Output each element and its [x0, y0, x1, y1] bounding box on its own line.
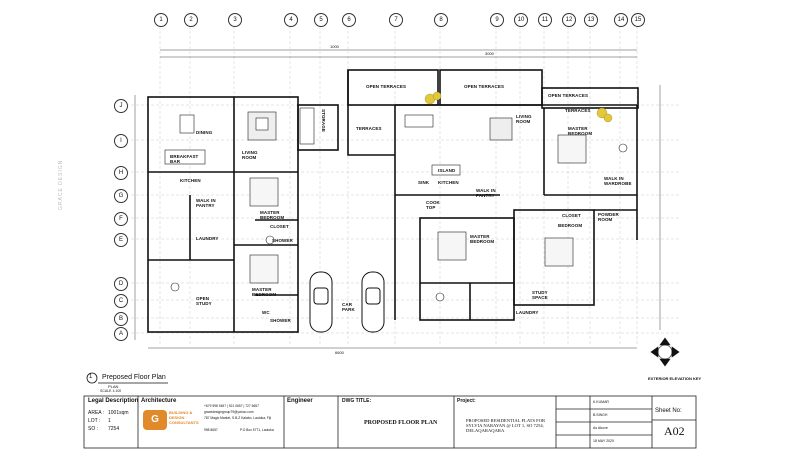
grid-bubble: 10: [514, 13, 528, 27]
grid-bubble: 12: [562, 13, 576, 27]
room-label: WALK IN PANTRY: [196, 198, 216, 208]
room-label: COOK TOP: [426, 200, 440, 210]
room-label: MASTER BEDROOM: [252, 287, 277, 297]
project-text: PROPOSED RESIDENTIAL FLATS FOR SYLVIA NA…: [466, 418, 546, 434]
room-label: SINK: [418, 180, 430, 185]
room-label: ISLAND: [438, 168, 456, 173]
room-label: DINING: [196, 130, 213, 135]
so-value: 7254: [108, 426, 120, 432]
room-label: OPEN TERRACES: [366, 84, 407, 89]
room-label: KITCHEN: [180, 178, 201, 183]
grid-bubble: I: [114, 134, 128, 148]
grid-bubble: 14: [614, 13, 628, 27]
sheet-label: Sheet No:: [655, 408, 682, 414]
room-label: SHOWER: [270, 318, 291, 323]
room-label: TERRACES: [356, 126, 382, 131]
room-label: OPEN TERRACES: [464, 84, 505, 89]
room-label: MASTER BEDROOM: [568, 126, 593, 136]
grid-bubble: 8: [434, 13, 448, 27]
room-label: CLOSET: [562, 213, 581, 218]
grid-bubble: B: [114, 312, 128, 326]
room-label: CAR PARK: [342, 302, 355, 312]
contact-email: gracedesigngroup79@yahoo.com: [204, 410, 254, 414]
dimension-label: 3000: [485, 51, 494, 56]
grid-bubble: D: [114, 277, 128, 291]
grid-bubble: 7: [389, 13, 403, 27]
grid-bubble: A: [114, 327, 128, 341]
dwg-title: PROPOSED FLOOR PLAN: [364, 420, 438, 426]
grid-bubble: 9: [490, 13, 504, 27]
grid-bubble: 4: [284, 13, 298, 27]
sheet-number: A02: [664, 424, 685, 438]
room-label: WALK IN PANTRY: [476, 188, 496, 198]
room-label: SHOWER: [272, 238, 293, 243]
contact-pobox: P.O Box 5771, Lautoka: [240, 428, 274, 432]
engineer-heading: Engineer: [287, 398, 313, 404]
room-label: OPEN TERRACES: [548, 93, 589, 98]
room-label: KITCHEN: [438, 180, 459, 185]
room-label: POWDER ROOM: [598, 212, 619, 222]
room-label: LIVING ROOM: [242, 150, 258, 160]
contact-fax: 998 8657: [204, 428, 218, 432]
room-label: TERRACES: [565, 108, 591, 113]
room-label: LAUNDRY: [516, 310, 539, 315]
plan-number: 1: [89, 374, 93, 380]
room-label: CLOSET: [270, 224, 289, 229]
drawn-by: K.KUMAR: [593, 400, 609, 404]
grid-bubble: 13: [584, 13, 598, 27]
watermark: GRACE DESIGN: [58, 159, 64, 210]
exterior-elevation-label: EXTERIOR ELEVATION KEY: [648, 376, 702, 381]
grid-bubble: G: [114, 189, 128, 203]
legal-heading: Legal Description: [88, 398, 139, 404]
room-label: STORAGE: [320, 109, 326, 132]
contact-address: 787 Magic Market, S.B.Z Kalabo, Lautoka,…: [204, 416, 272, 420]
area-value: 1001sqm: [108, 410, 129, 416]
room-label: MASTER BEDROOM: [470, 234, 495, 244]
lot-value: 1: [108, 418, 111, 424]
plan-title: Preposed Floor Plan: [102, 374, 166, 381]
grid-bubble: J: [114, 99, 128, 113]
contact-phone: +679 998 9457 | 921 0657 | 727 6657: [204, 404, 259, 408]
dimension-label: 6600: [335, 350, 344, 355]
grid-bubble: C: [114, 294, 128, 308]
grid-bubble: E: [114, 233, 128, 247]
firm-name: BUILDING & DESIGN CONSULTANTS: [169, 410, 199, 425]
room-label: WALK IN WARDROBE: [604, 176, 632, 186]
grid-bubble: 15: [631, 13, 645, 27]
grid-bubble: F: [114, 212, 128, 226]
room-label: OPEN STUDY: [196, 296, 212, 306]
project-label: Project:: [457, 398, 476, 404]
grid-bubble: 3: [228, 13, 242, 27]
room-label: STUDY SPACE: [532, 290, 548, 300]
date: 18 MAY 2020: [593, 439, 614, 443]
room-label: BREAKFAST BAR: [170, 154, 199, 164]
room-label: MASTER BEDROOM: [260, 210, 285, 220]
so-label: SO :: [88, 426, 99, 432]
grid-bubble: 2: [184, 13, 198, 27]
plan-subtitle: PLAN: [108, 384, 119, 389]
plan-scale: SCALE 1:100: [100, 389, 122, 393]
architecture-heading: Architecture: [141, 398, 177, 404]
dimension-label: 1000: [330, 44, 339, 49]
grid-bubble: 1: [154, 13, 168, 27]
firm-logo: G: [143, 410, 167, 430]
dwg-title-label: DWG TITLE:: [342, 398, 372, 404]
room-label: LIVING ROOM: [516, 114, 532, 124]
grid-bubble: H: [114, 166, 128, 180]
scale-status: As Above: [593, 426, 608, 430]
grid-bubble: 11: [538, 13, 552, 27]
room-label: WC: [262, 310, 270, 315]
grid-bubble: 6: [342, 13, 356, 27]
grid-bubble: 5: [314, 13, 328, 27]
room-label: BEDROOM: [558, 223, 583, 228]
checked-by: B.SINGH: [593, 413, 608, 417]
room-label: LAUNDRY: [196, 236, 219, 241]
lot-label: LOT :: [88, 418, 101, 424]
area-label: AREA :: [88, 410, 105, 416]
